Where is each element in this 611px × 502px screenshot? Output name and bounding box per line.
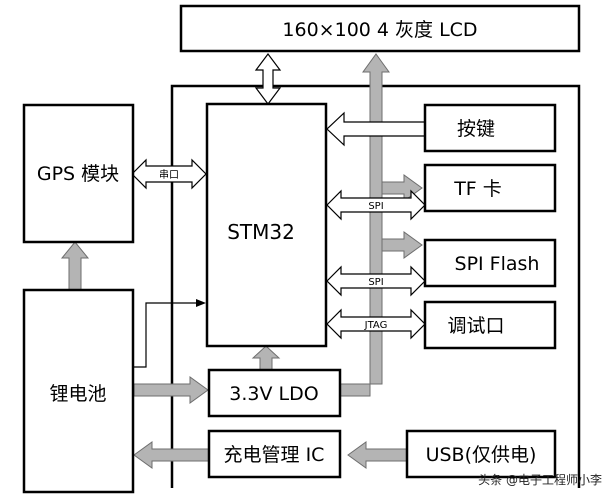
battery-sense-arrowhead [196, 299, 206, 307]
debug-block [423, 300, 557, 350]
lcd-mcu-bus-arrow [254, 53, 282, 105]
keys-to-mcu-arrow [326, 111, 426, 147]
debug-label: 调试口 [447, 315, 504, 337]
spi-flash-label: SPI [368, 277, 383, 288]
watermark-text: 头条 @电子工程师小李 [478, 472, 602, 487]
gps-label: GPS 模块 [37, 163, 119, 185]
battery-label: 锂电池 [49, 383, 106, 405]
mcu-label: STM32 [227, 220, 295, 244]
flash-label: SPI Flash [455, 253, 540, 275]
jtag-label: JTAG [364, 320, 388, 331]
usb-label: USB(仅供电) [426, 444, 537, 466]
battery-to-ldo-arrow [133, 376, 209, 404]
lcd-block [179, 4, 581, 53]
power-rail-arrow [339, 53, 390, 397]
gps-block [22, 103, 135, 244]
uart-label: 串口 [159, 169, 179, 181]
battery-to-gps-arrow [60, 241, 90, 291]
tf-block [423, 163, 557, 213]
flash-block [423, 238, 557, 288]
ldo-to-mcu-arrow [251, 345, 281, 371]
charger-block [207, 429, 342, 479]
rail-to-flash-arrow [381, 231, 423, 259]
charger-label: 充电管理 IC [224, 444, 325, 466]
spi-tf-label: SPI [368, 201, 383, 212]
lcd-label: 160×100 4 灰度 LCD [282, 19, 477, 41]
charger-to-battery-arrow [133, 441, 210, 469]
battery-block [22, 288, 135, 494]
keys-block [423, 103, 557, 153]
keys-label: 按键 [457, 118, 495, 140]
usb-to-charger-arrow [347, 441, 408, 469]
mcu-block [205, 102, 328, 348]
usb-block [405, 429, 557, 479]
ldo-label: 3.3V LDO [229, 383, 318, 405]
ldo-block [207, 368, 342, 418]
tf-label: TF 卡 [453, 178, 502, 200]
battery-sense-line [134, 302, 196, 368]
